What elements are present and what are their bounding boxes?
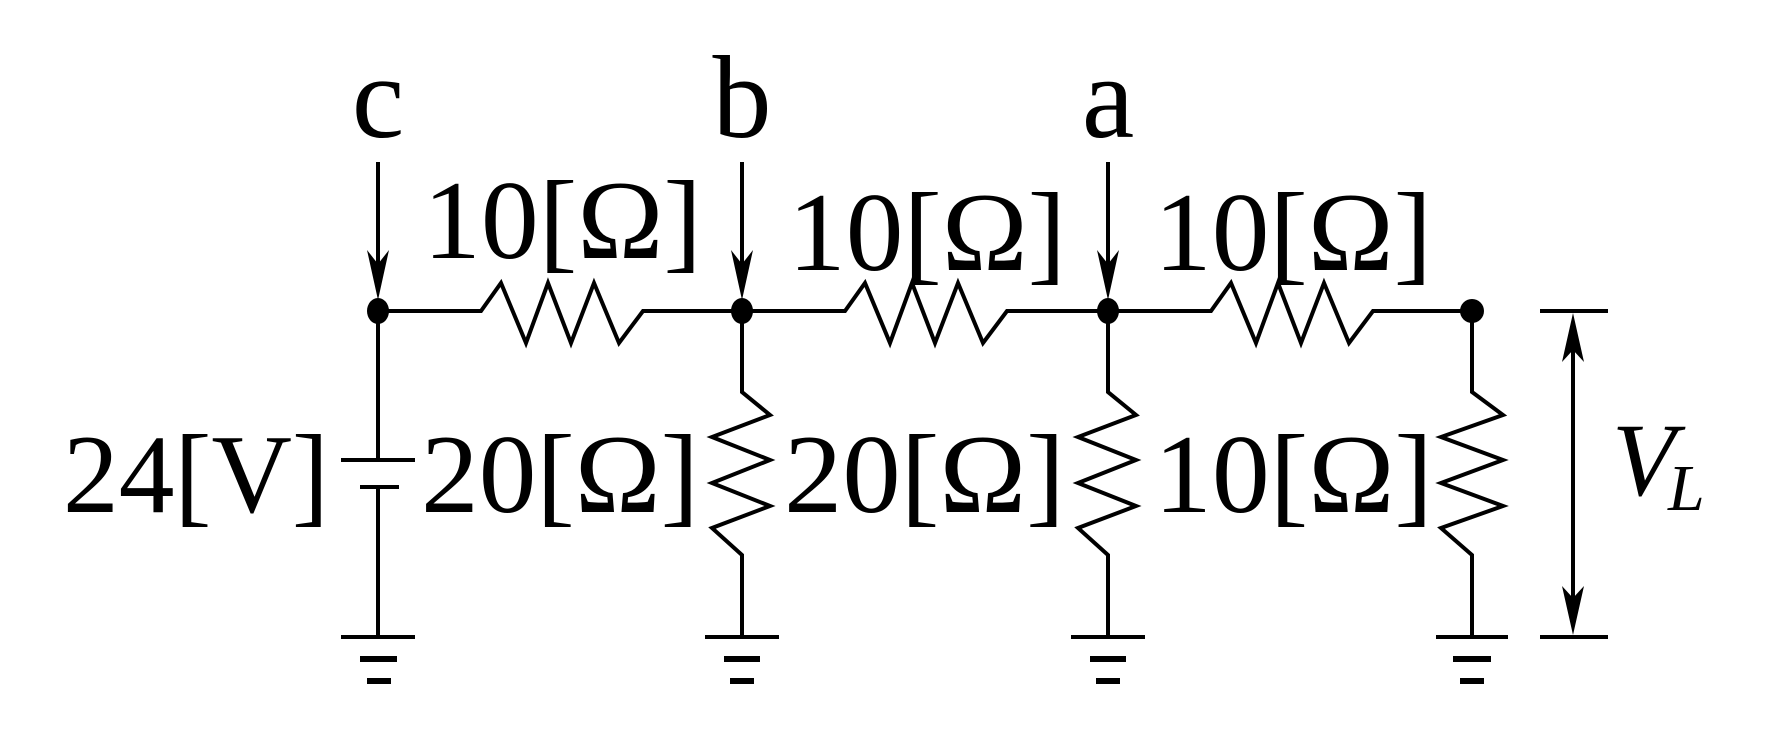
series-resistor-2 <box>742 277 1108 349</box>
shunt-resistor-label-1: 20[Ω] <box>421 413 699 537</box>
series-resistor-label-2: 10[Ω] <box>788 171 1066 295</box>
output-voltage-arrow <box>1540 309 1608 639</box>
output-voltage-symbol: V <box>1612 403 1686 518</box>
node-arrow-b <box>731 162 753 300</box>
battery <box>341 311 415 637</box>
ground-icon <box>341 635 415 684</box>
series-resistor-3 <box>1108 277 1472 349</box>
load-resistor <box>1435 311 1509 637</box>
node-label-b: b <box>713 32 772 163</box>
series-resistor-1 <box>378 277 742 349</box>
output-voltage-subscript: L <box>1667 452 1705 525</box>
node-label-a: a <box>1082 32 1134 163</box>
node-arrow-c <box>367 162 389 300</box>
shunt-resistor-label-2: 20[Ω] <box>784 413 1065 537</box>
junction-dot-c <box>367 298 389 324</box>
shunt-resistor-2 <box>1072 311 1142 637</box>
series-resistor-label-3: 10[Ω] <box>1154 171 1432 295</box>
node-arrow-a <box>1097 162 1119 300</box>
junction-dot-a <box>1097 298 1119 324</box>
ground-icon <box>1436 635 1508 684</box>
ground-icon <box>1071 635 1145 684</box>
shunt-resistor-1 <box>706 311 776 637</box>
load-resistor-label: 10[Ω] <box>1154 413 1433 537</box>
junction-dot-output <box>1460 299 1484 323</box>
ground-icon <box>705 635 779 684</box>
node-label-c: c <box>352 32 404 163</box>
junction-dot-b <box>731 298 753 324</box>
series-resistor-label-1: 10[Ω] <box>423 159 702 283</box>
source-label: 24[V] <box>63 413 329 537</box>
